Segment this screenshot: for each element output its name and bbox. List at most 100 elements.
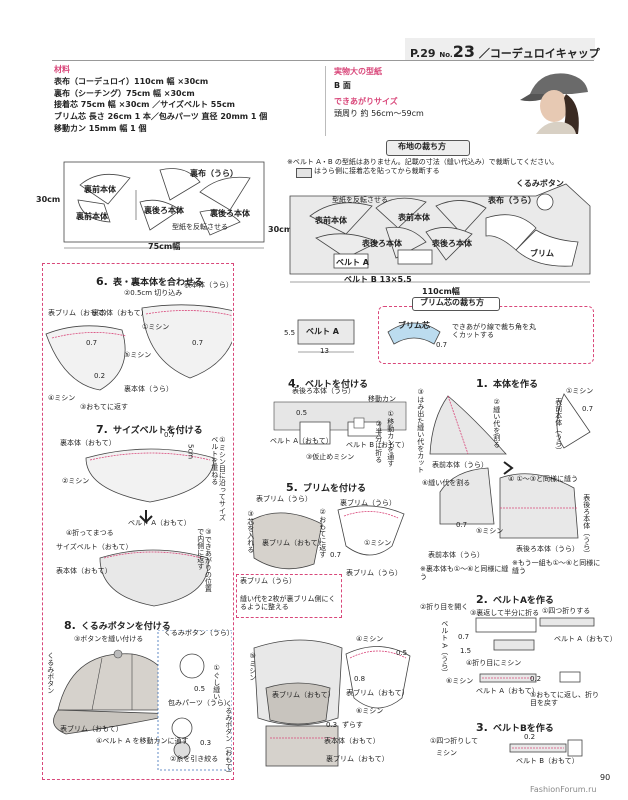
step5-label: ずらす [342, 721, 363, 729]
step-4-number: 4. [288, 377, 300, 390]
step-5-title: 5. ブリムを付ける [286, 476, 366, 495]
page-ref: P.29 [410, 47, 436, 60]
step-2-title: 2. ベルトAを作る [476, 588, 554, 607]
step4-label: ベルト A（おもて） [270, 437, 333, 445]
step2-label: ベルト A（おもて） [476, 687, 539, 695]
step-7-diagram [85, 448, 215, 607]
slash: ／ [478, 47, 490, 60]
step5-label: 表本体（おもて） [324, 737, 380, 745]
step5-label: 表ブリム（うら） [240, 577, 296, 585]
header-line [52, 60, 594, 61]
step7-label: ②ミシン [62, 477, 90, 485]
step5-label: 0.3 [326, 721, 338, 729]
outer-label: くるみボタン [516, 179, 564, 188]
outer-width: 110cm幅 [422, 287, 460, 296]
step-1-heading: 本体を作る [492, 380, 538, 390]
step8-label: くるみボタン（うら） [164, 629, 234, 637]
materials-line: 裏布（シーチング）75cm 幅 ×30cm [54, 88, 195, 98]
step6-label: 0.7 [192, 339, 204, 347]
outer-label: 表後ろ本体 [362, 239, 402, 248]
size-value: 頭周り 約 56cm〜59cm [334, 109, 424, 119]
step5-label: 裏ブリム（うら） [340, 499, 396, 507]
step3-label: ベルト B（おもて） [516, 757, 579, 765]
step4-label: 表後ろ本体（うら） [292, 387, 355, 395]
step8-label: ①ぐし縫い [212, 664, 221, 700]
step8-label: 0.3 [200, 739, 212, 747]
belt-a-width: 13 [320, 347, 329, 355]
outer-label: 表後ろ本体 [432, 239, 472, 248]
no-label: No. [439, 51, 453, 59]
step7-label: 0.7 [164, 431, 176, 439]
brim-core-shape [387, 322, 441, 345]
step8-label: ②糸を引き絞る [170, 755, 219, 763]
step-6-diagram [45, 304, 232, 391]
model-photo [516, 64, 596, 134]
step2-label: ①四つ折りする [542, 607, 591, 615]
pattern-value: B 面 [334, 80, 351, 90]
step8-label: ④ベルト A を移動カンに通す [96, 737, 189, 745]
step-7-title: 7. サイズベルトを付ける [96, 418, 203, 437]
step2-label: ⑤おもてに返し、折り目を戻す [530, 691, 599, 707]
step8-label: 0.5 [194, 685, 206, 693]
step7-label: ③できあがりの位置で内側に返す [196, 528, 213, 592]
lining-label: 型紙を反転させる [172, 223, 228, 231]
step-3-title: 3. ベルトBを作る [476, 716, 554, 735]
step4-label: ベルト B（おもて） [346, 441, 409, 449]
step1-label: ※もう一組も①〜⑥と同様に縫う [512, 559, 601, 575]
step7-label: サイズベルト（おもて） [56, 543, 133, 551]
step6-label: 0.2 [94, 372, 106, 380]
step-4-title: 4. ベルトを付ける [288, 372, 368, 391]
step2-label: ②折り目を開く [420, 603, 469, 611]
step-7-heading: サイズベルトを付ける [112, 426, 203, 436]
step7-label: ④折ってまつる [66, 529, 114, 537]
step1-label: 0.7 [582, 405, 594, 413]
interfacing-swatch [296, 168, 312, 178]
step5-label: ①ミシン [364, 539, 392, 547]
outer-label: 表前本体 [315, 216, 347, 225]
step7-label: 5cm [186, 444, 195, 460]
step2-label: ③裏返して半分に折る [470, 609, 540, 617]
step8-label: ③ボタンを縫い付ける [74, 635, 144, 643]
lining-height: 30cm [36, 195, 61, 204]
step1-label: 0.7 [456, 521, 468, 529]
step5-label: 表ブリム（おもて） [272, 691, 335, 699]
site-watermark: FashionForum.ru [530, 785, 597, 794]
step-3-heading: ベルトBを作る [492, 724, 554, 734]
step-8-title: 8. くるみボタンを付ける [64, 614, 171, 633]
outer-label: 表布（うら） [488, 196, 536, 205]
materials-line: ブリム芯 長さ 26cm 1 本／包みパーツ 直径 20mm 1 個 [54, 112, 268, 122]
step8-label: くるみボタン [46, 652, 55, 694]
step1-label: 表後ろ本体（うら） [582, 494, 591, 557]
step6-label: ⑤ミシン [124, 351, 152, 359]
step7-label: ①ミシン目に沿ってサイズベルトを重ねる [210, 436, 227, 521]
materials-line: 表布（コーデュロイ）110cm 幅 ×30cm [54, 76, 209, 86]
step5-label: ④ミシン [356, 635, 384, 643]
outer-label: ベルト B 13×5.5 [344, 275, 412, 284]
step-7-number: 7. [96, 423, 108, 436]
step-8-number: 8. [64, 619, 76, 632]
step1-label: 表後ろ本体（うら） [516, 545, 579, 553]
step3-label: ミシン [436, 749, 457, 757]
step4-label: ②半分に折る [374, 420, 383, 463]
step2-label: ベルト A（おもて） [554, 635, 617, 643]
step-5-note-box [236, 574, 342, 618]
outer-height: 30cm [268, 225, 293, 234]
step-2-number: 2. [476, 593, 488, 606]
lining-label: 裏後ろ本体 [210, 209, 250, 218]
lining-width: 75cm幅 [148, 242, 181, 251]
outer-label: 型紙を反転させる [332, 196, 388, 204]
step5-label: 0.5 [396, 649, 408, 657]
cutting-heading: 布地の裁ち方 [398, 142, 446, 151]
step-6-heading: 表・裏本体を合わせる [112, 278, 203, 288]
step-1-number: 1. [476, 377, 488, 390]
page-number: 90 [600, 773, 611, 782]
step2-label: 0.7 [458, 633, 470, 641]
step-3-diagram [509, 739, 583, 757]
brim-core-heading: ブリム芯の裁ち方 [420, 298, 484, 307]
outer-layout [289, 183, 591, 283]
materials-line: 移動カン 15mm 幅 1 個 [54, 123, 147, 133]
cutting-heading-box [386, 140, 470, 156]
step8-label: 表ブリム（おもて） [60, 725, 123, 733]
step-5-diagram-bottom [253, 639, 411, 767]
step4-label: 0.5 [296, 409, 308, 417]
